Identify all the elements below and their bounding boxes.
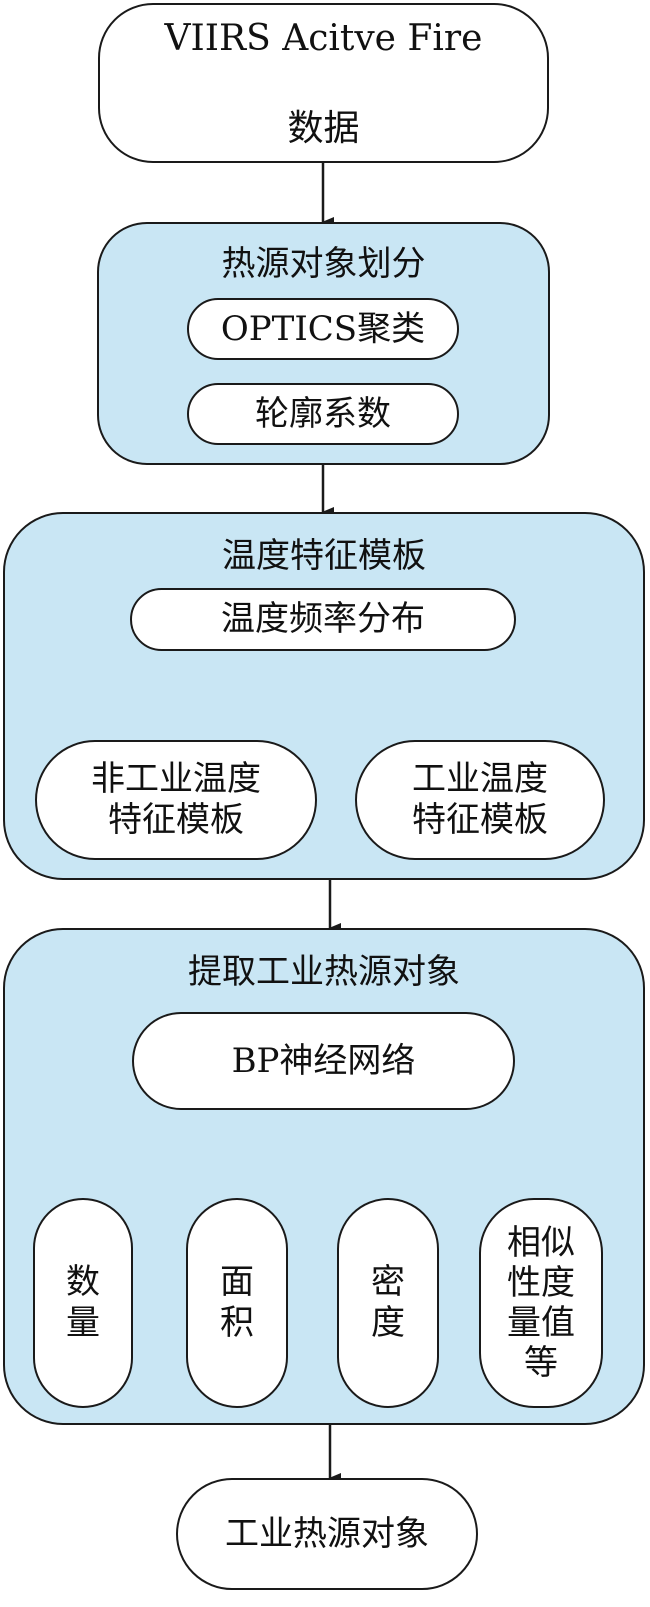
optics-clustering-node: OPTICS聚类 [187,298,459,360]
industrial-template-node: 工业温度 特征模板 [355,740,605,860]
group3-title: 提取工业热源对象 [188,952,460,992]
source-node: VIIRS Acitve Fire 数据 [98,3,549,163]
feature-area-node: 面 积 [186,1198,288,1408]
bp-network-node: BP神经网络 [132,1012,515,1110]
silhouette-coefficient-node: 轮廓系数 [187,383,459,445]
feature-density-node: 密 度 [337,1198,439,1408]
group2-title: 温度特征模板 [222,536,426,576]
feature-count-node: 数 量 [33,1198,133,1408]
nonindustrial-template-node: 非工业温度 特征模板 [35,740,317,860]
group1-title: 热源对象划分 [221,244,426,284]
temperature-frequency-node: 温度频率分布 [130,588,516,651]
feature-similarity-node: 相似 性度 量值 等 [479,1198,603,1408]
source-line2: 数据 [287,107,360,149]
source-line1: VIIRS Acitve Fire [164,17,483,59]
result-node: 工业热源对象 [176,1478,478,1590]
